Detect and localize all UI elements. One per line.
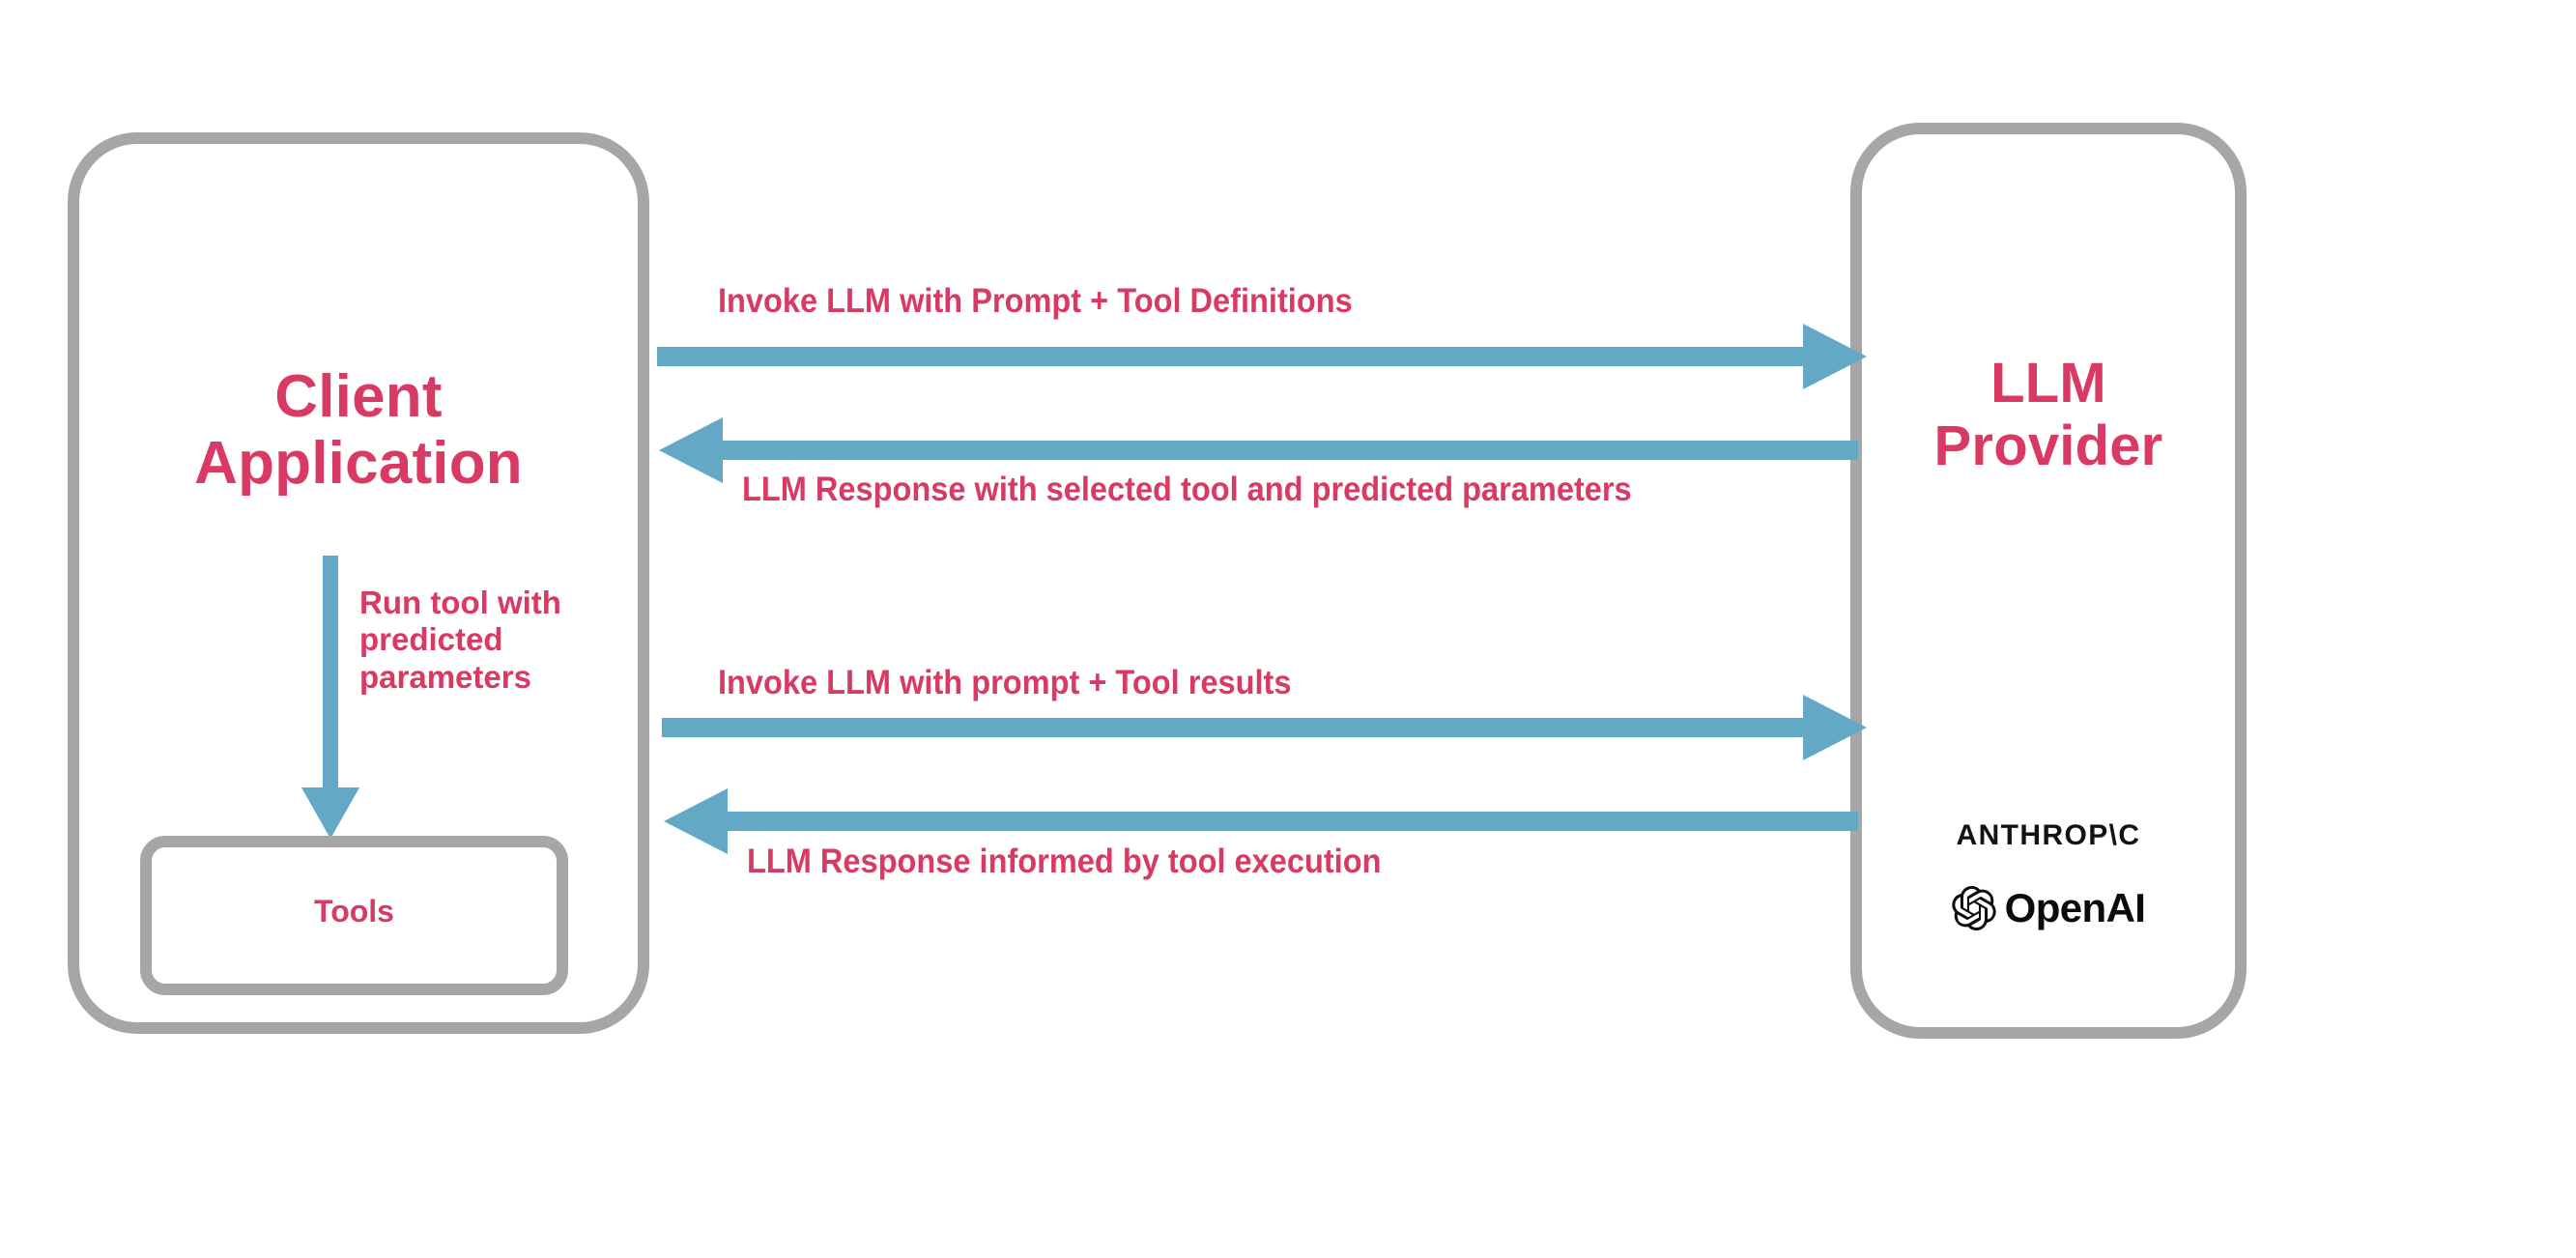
tools-box (140, 836, 568, 995)
tools-label: Tools (314, 894, 394, 929)
flow-arrow-1 (657, 324, 1867, 389)
openai-knot-icon (1951, 886, 1996, 930)
flow-arrow-4-label: LLM Response informed by tool execution (747, 843, 1382, 880)
run-tool-arrow (301, 556, 359, 839)
flow-arrow-4 (664, 788, 1858, 854)
flow-arrow-2 (659, 417, 1858, 483)
anthropic-logo: ANTHROP\C (1956, 819, 2141, 851)
run-tool-flow-label: Run tool with predicted parameters (359, 585, 561, 695)
llm-provider-title: LLM Provider (1933, 352, 2163, 477)
client-application-title: Client Application (194, 363, 523, 498)
flow-arrow-3-label: Invoke LLM with prompt + Tool results (718, 664, 1292, 701)
flow-arrow-2-label: LLM Response with selected tool and pred… (742, 471, 1632, 508)
flow-arrow-1-label: Invoke LLM with Prompt + Tool Definition… (718, 282, 1353, 320)
openai-wordmark: OpenAI (2004, 885, 2146, 930)
flow-arrow-3 (662, 695, 1867, 760)
openai-logo: OpenAI (1850, 885, 2247, 931)
llm-provider-box (1850, 123, 2247, 1039)
